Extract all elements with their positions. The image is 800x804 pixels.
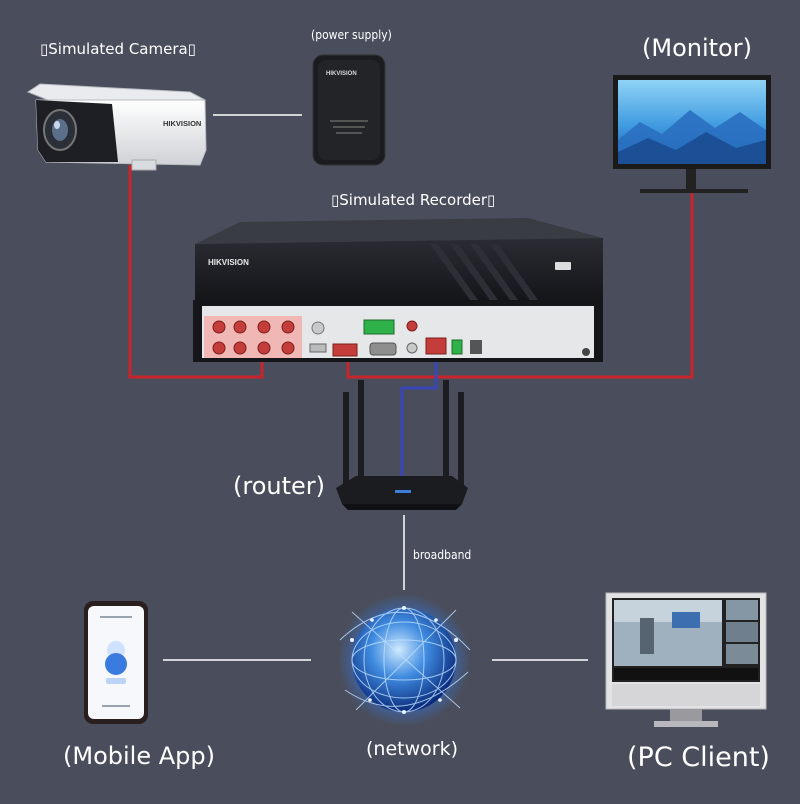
router-label: (router): [233, 472, 326, 500]
mobile-phone-icon: [84, 601, 148, 724]
camera-brand-logo: HIKVISION: [163, 119, 201, 128]
recorder-label: ▯Simulated Recorder▯: [331, 191, 496, 209]
monitor-video-cable: [346, 193, 694, 379]
monitor-label: (Monitor): [642, 34, 752, 62]
globe-icon: [338, 594, 471, 726]
mobile-app-label: (Mobile App): [63, 742, 215, 770]
power-supply-label: (power supply): [311, 28, 392, 42]
camera-label: ▯Simulated Camera▯: [40, 40, 196, 58]
monitor-icon: [613, 75, 771, 193]
camera-icon: HIKVISION: [26, 83, 207, 171]
nvr-router-cable: [400, 360, 438, 478]
recorder-brand-logo: HIKVISION: [208, 258, 249, 267]
recorder-icon: HIKVISION: [193, 218, 603, 362]
broadband-label: broadband: [413, 548, 472, 562]
pc-client-icon: [605, 592, 767, 727]
camera-video-cable: [128, 165, 264, 379]
power-brand-logo: HIKVISION: [326, 71, 357, 77]
network-label: (network): [366, 738, 458, 760]
pc-client-label: (PC Client): [627, 742, 770, 773]
router-icon: [336, 380, 468, 510]
power-supply-icon: HIKVISION: [312, 54, 386, 166]
